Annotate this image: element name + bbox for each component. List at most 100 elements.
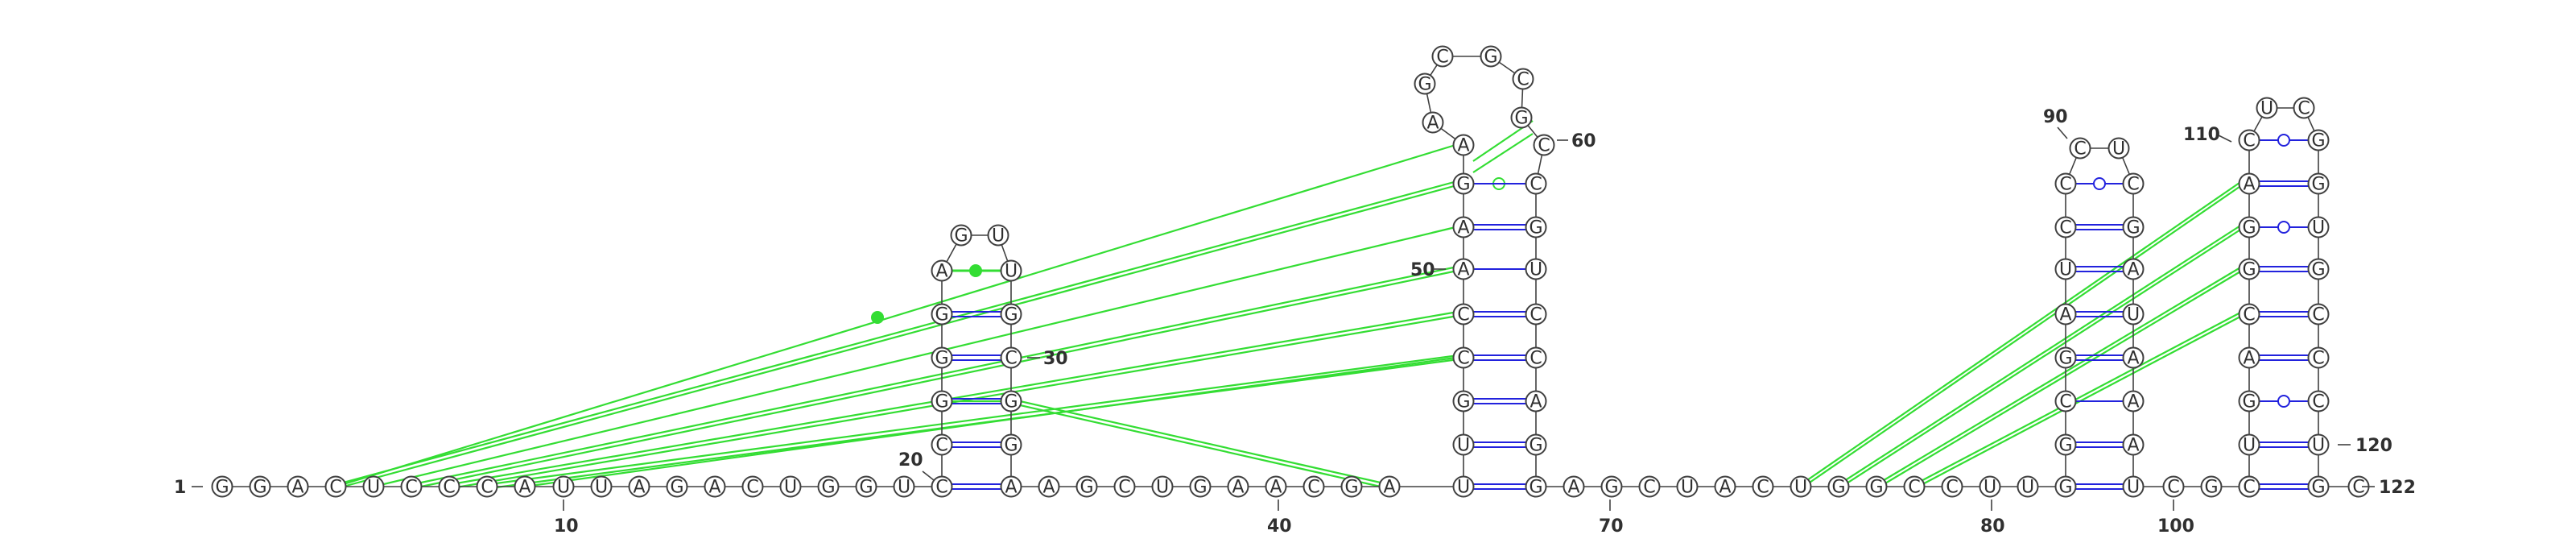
- nucleotide-letter: C: [1517, 70, 1529, 90]
- base-pair-layer: [952, 134, 2309, 490]
- nucleotide-circle: [211, 475, 233, 498]
- nucleotide-letter: G: [935, 305, 948, 325]
- nucleotide-letter: C: [1530, 175, 1542, 195]
- nucleotide: A: [1452, 216, 1475, 238]
- nucleotide-circle: [1865, 475, 1888, 498]
- nucleotide: C: [1431, 45, 1454, 68]
- nucleotide-letter: G: [859, 478, 873, 498]
- nucleotide-circle: [2069, 137, 2091, 160]
- nucleotide-letter: U: [2243, 436, 2256, 456]
- nucleotide-letter: U: [1794, 478, 1807, 498]
- nucleotide: A: [2122, 346, 2145, 369]
- nucleotide-circle: [931, 259, 953, 282]
- nucleotide-circle: [1525, 346, 1547, 369]
- nucleotide-letter: G: [215, 478, 229, 498]
- nucleotide: G: [1414, 73, 1436, 95]
- nucleotide-letter: G: [1418, 75, 1431, 95]
- pseudoknot-line: [411, 266, 1456, 486]
- nucleotide-circle: [931, 475, 953, 498]
- nucleotide-circle: [2307, 303, 2330, 325]
- nucleotide-circle: [1227, 475, 1249, 498]
- nucleotide-letter: C: [1118, 478, 1130, 498]
- nucleotide-circle: [1151, 475, 1174, 498]
- nucleotide-circle: [2054, 216, 2077, 238]
- hairpin4-tick-110: [2218, 135, 2232, 143]
- nucleotide: C: [2307, 303, 2330, 325]
- nucleotide-letter: G: [2058, 478, 2072, 498]
- nucleotide-letter: U: [2260, 99, 2273, 119]
- nucleotide-circle: [628, 475, 650, 498]
- nucleotide-letter: G: [2204, 478, 2218, 498]
- nucleotide-circle: [1480, 45, 1502, 68]
- nucleotide: C: [2054, 216, 2077, 238]
- nucleotide-letter: A: [1269, 478, 1282, 498]
- nucleotide-circle: [1038, 475, 1060, 498]
- pseudoknot-line: [373, 226, 1456, 488]
- nucleotide-letter: C: [935, 478, 947, 498]
- nucleotide-circle: [1452, 390, 1475, 412]
- nucleotide: C: [1113, 475, 1136, 498]
- nucleotide-letter: A: [1042, 478, 1055, 498]
- nucleotide-circle: [1113, 475, 1136, 498]
- nucleotide-circle: [2256, 97, 2278, 119]
- nucleotide: G: [2238, 390, 2260, 412]
- nucleotide: C: [1525, 172, 1547, 195]
- nucleotide: G: [1340, 475, 1363, 498]
- nucleotide: G: [249, 475, 271, 498]
- nucleotide-circle: [400, 475, 423, 498]
- nucleotide: A: [2238, 172, 2260, 195]
- nucleotide: U: [2122, 303, 2145, 325]
- nucleotide-circle: [1340, 475, 1363, 498]
- nucleotide-letter: C: [2312, 349, 2324, 369]
- nucleotide-circle: [1189, 475, 1212, 498]
- nucleotide-letter: G: [670, 478, 683, 498]
- nucleotide-circle: [1000, 259, 1022, 282]
- nucleotide: A: [1227, 475, 1249, 498]
- nucleotide-letter: U: [557, 478, 570, 498]
- nucleotide-letter: G: [1004, 436, 1018, 456]
- pseudoknot-line: [1913, 311, 2242, 486]
- nucleotide: G: [1000, 303, 1022, 325]
- nucleotide: A: [1563, 475, 1585, 498]
- nucleotide-letter: G: [2311, 478, 2325, 498]
- nucleotide: U: [2107, 137, 2130, 160]
- nucleotide: A: [1525, 390, 1547, 412]
- nucleotide-circle: [2307, 390, 2330, 412]
- nucleotide-circle: [817, 475, 840, 498]
- nucleotide-circle: [1563, 475, 1585, 498]
- ruler-label-100: 100: [2157, 516, 2194, 537]
- nucleotide-circle: [1452, 216, 1475, 238]
- nucleotide: U: [2122, 475, 2145, 498]
- nucleotide: U: [2054, 258, 2077, 280]
- nucleotide-circle: [1510, 106, 1533, 129]
- nucleotide-circle: [1000, 346, 1022, 369]
- nucleotide: C: [2069, 137, 2091, 160]
- nucleotide: U: [2307, 433, 2330, 456]
- nucleotide: G: [2307, 172, 2330, 195]
- nucleotide-letter: G: [1080, 478, 1093, 498]
- nucleotide-circle: [1265, 475, 1287, 498]
- nucleotide: G: [1452, 172, 1475, 195]
- nucleotide: C: [400, 475, 423, 498]
- nucleotide-circle: [1790, 475, 1812, 498]
- nucleotide: U: [590, 475, 613, 498]
- nucleotide-circle: [950, 224, 972, 247]
- nucleotide-circle: [590, 475, 613, 498]
- nucleotide-circle: [2307, 172, 2330, 195]
- pseudoknot-line: [1913, 315, 2242, 490]
- nucleotide-circle: [2122, 390, 2145, 412]
- pseudoknot-line: [411, 270, 1456, 490]
- hairpin1-label-30: 30: [1043, 349, 1068, 369]
- nucleotide-letter: U: [2312, 436, 2325, 456]
- nucleotide: U: [1000, 259, 1022, 282]
- nucleotide: G: [1480, 45, 1502, 68]
- nucleotide: G: [817, 475, 840, 498]
- nucleotide-circle: [362, 475, 385, 498]
- nucleotide-circle: [1714, 475, 1736, 498]
- hairpin4-label-120: 120: [2355, 436, 2392, 456]
- pseudoknot-line: [1800, 184, 2242, 490]
- nucleotide-letter: C: [443, 478, 455, 498]
- nucleotide-letter: G: [1831, 478, 1845, 498]
- nucleotide-circle: [1452, 258, 1475, 280]
- nucleotide-letter: G: [1529, 218, 1542, 238]
